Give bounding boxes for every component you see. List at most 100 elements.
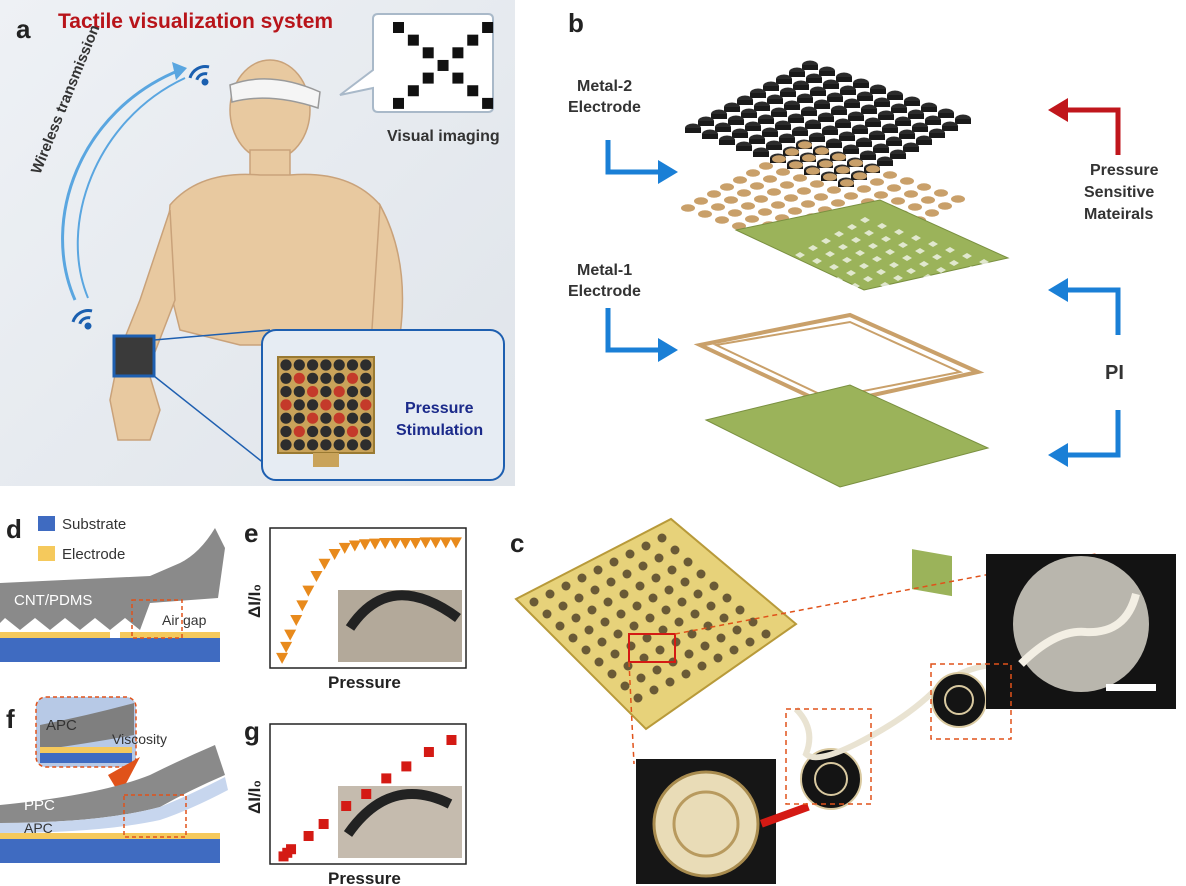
black-dot-side: [870, 89, 886, 94]
black-dot-side: [758, 119, 774, 124]
panel-g-chart: ΔI/I₀ Pressure: [245, 723, 467, 886]
pi-mesh-hole: [910, 281, 920, 287]
gold-dot: [801, 200, 815, 208]
sensor-pixel: [625, 549, 635, 559]
sensor-pixel: [719, 613, 729, 623]
black-dot-side: [754, 106, 770, 111]
chart-g-ylabel: ΔI/I₀: [245, 780, 264, 814]
sensor-pixel: [729, 645, 739, 655]
pattern-cell-2: [407, 34, 419, 46]
pattern-cell-10: [467, 85, 479, 97]
sensor-pixel: [603, 597, 613, 607]
sensor-dot: [320, 399, 332, 411]
black-dot-side: [779, 138, 795, 143]
gold-dot: [883, 171, 897, 179]
data-point: [318, 819, 329, 829]
pi-mesh-hole: [847, 224, 857, 230]
black-dot-side: [852, 129, 868, 134]
black-dot-side: [802, 65, 818, 70]
panel-a-illustration: [61, 13, 505, 481]
gold-dot: [784, 194, 798, 202]
pi-mesh-hole: [872, 256, 882, 262]
panel-f-letter: f: [6, 704, 15, 734]
black-dot-side: [908, 114, 924, 119]
sensor-dot: [360, 412, 372, 424]
pi-mesh-hole: [898, 242, 908, 248]
black-dot-side: [762, 132, 778, 137]
black-dot-side: [728, 120, 744, 125]
sensor-dot: [320, 439, 332, 451]
pi-mesh-hole: [834, 231, 844, 237]
pi-mesh-hole: [808, 245, 818, 251]
sensor-pixel: [600, 617, 610, 627]
sensor-pixel: [639, 653, 649, 663]
gold-dot: [746, 169, 760, 177]
sensor-pixel: [652, 665, 662, 675]
black-dot-side: [776, 79, 792, 84]
sensor-dot: [346, 439, 359, 451]
gold-dot: [938, 202, 952, 210]
sensor-pixel: [674, 617, 684, 627]
gold-dot: [698, 210, 712, 218]
black-dot-side: [698, 121, 714, 126]
f-zoom-box: [123, 794, 187, 838]
sensor-pixel: [590, 585, 600, 595]
data-point: [296, 600, 309, 612]
wireless-arrow-head: [172, 62, 187, 80]
pi-layer-bottom: [704, 384, 990, 488]
black-dot-side: [766, 145, 782, 150]
gold-dot: [810, 180, 824, 188]
pi-mesh-hole: [902, 255, 912, 261]
panel-f-diagram: [0, 696, 228, 863]
pressure-stim-label-1: Pressure: [405, 400, 474, 417]
gold-dot: [732, 222, 746, 230]
pi-mesh-hole: [816, 271, 826, 277]
sensor-dot: [307, 372, 319, 384]
sensor-pixel: [626, 641, 636, 651]
metal2-label-2: Electrode: [568, 99, 641, 116]
arrow-metal2: [605, 140, 660, 175]
zoom-dash-2: [628, 661, 635, 765]
gold-dot: [745, 215, 759, 223]
panel-b-letter: b: [568, 8, 584, 38]
sensor-pixel: [558, 601, 568, 611]
data-point: [361, 789, 372, 799]
gold-dot: [788, 207, 802, 215]
data-point: [290, 615, 303, 626]
pi-mesh-hole: [881, 236, 891, 242]
sensor-pixel: [632, 601, 642, 611]
serpentine-trace: [1018, 592, 1140, 667]
black-dot-side: [955, 119, 971, 124]
pi-mesh-hole: [803, 278, 813, 284]
gold-dot: [891, 197, 905, 205]
arrow-pi-bottom-head: [1048, 443, 1068, 467]
black-dot-side: [809, 137, 825, 142]
black-dot-side: [827, 97, 843, 102]
data-point: [419, 537, 432, 549]
sensor-pixel: [610, 649, 620, 659]
sensor-pixel: [638, 561, 648, 571]
sensor-tab: [313, 453, 339, 467]
black-dot-side: [853, 83, 869, 88]
pi-mesh-hole: [851, 237, 861, 243]
sensor-pixel: [607, 669, 617, 679]
pi-mesh-hole: [825, 251, 835, 257]
pi-mesh-hole: [880, 282, 890, 288]
black-dot-side: [775, 125, 791, 130]
pi-mesh-hole: [799, 265, 809, 271]
sensor-pixel: [622, 569, 632, 579]
pi-mesh-hole: [846, 270, 856, 276]
sensor-dot: [320, 386, 332, 398]
sensor-dot: [360, 425, 372, 438]
pi-mesh-hole: [786, 272, 796, 278]
panel-d-letter: d: [6, 514, 22, 544]
arrow-metal1: [605, 308, 660, 353]
black-dot-side: [878, 115, 894, 120]
gold-dot: [694, 197, 708, 205]
zoom-line-1: [153, 329, 271, 341]
psm-label-2: Sensitive: [1084, 184, 1155, 201]
zoom-line-2: [153, 375, 271, 469]
sensor-pixel: [761, 629, 771, 639]
metal-interconnect-layer: [693, 312, 985, 408]
pi-mesh-hole: [932, 254, 942, 260]
